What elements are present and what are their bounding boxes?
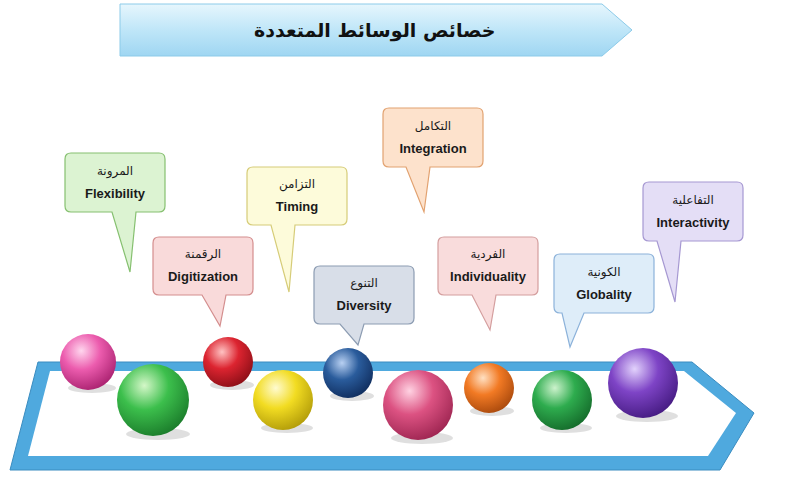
english-label: Globality	[576, 285, 632, 305]
callout-box: الرقمنة Digitization	[153, 237, 253, 295]
callout-shape	[554, 254, 654, 313]
english-label: Individuality	[450, 267, 526, 287]
arabic-label: التزامن	[279, 175, 315, 193]
english-label: Interactivity	[657, 213, 730, 233]
english-label: Timing	[276, 197, 318, 217]
callout-shape	[438, 237, 538, 295]
callout-outline	[314, 266, 414, 345]
sphere	[253, 370, 313, 430]
english-label: Digitization	[168, 267, 238, 287]
callout-shape	[65, 153, 165, 212]
sphere	[60, 334, 116, 390]
english-label: Integration	[399, 139, 466, 159]
arabic-label: الفردية	[471, 245, 506, 263]
callout-shape	[643, 182, 743, 241]
arabic-label: التفاعلية	[672, 191, 714, 209]
callout-outline	[65, 153, 165, 272]
english-label: Flexibility	[85, 184, 145, 204]
sphere	[383, 370, 453, 440]
callout-outline	[153, 237, 253, 326]
callout-outline	[438, 237, 538, 330]
callout-box: التزامن Timing	[247, 167, 347, 225]
callout-box: التفاعلية Interactivity	[643, 182, 743, 241]
sphere	[117, 364, 189, 436]
sphere	[323, 348, 373, 398]
callout-shape	[314, 266, 414, 324]
arabic-label: التنوع	[350, 274, 378, 292]
callout-box: الكونية Globality	[554, 254, 654, 313]
callout-box: الفردية Individuality	[438, 237, 538, 295]
english-label: Diversity	[337, 296, 392, 316]
sphere	[203, 337, 253, 387]
callout-outline	[383, 108, 483, 212]
sphere	[532, 370, 592, 430]
callout-shape	[247, 167, 347, 225]
callout-outline	[554, 254, 654, 347]
arabic-label: الرقمنة	[185, 245, 221, 263]
sphere	[608, 348, 678, 418]
arabic-label: التكامل	[415, 117, 451, 135]
title-banner	[120, 4, 632, 56]
arabic-label: الكونية	[587, 263, 620, 281]
callout-box: المرونة Flexibility	[65, 153, 165, 212]
callout-outline	[643, 182, 743, 302]
callout-box: التنوع Diversity	[314, 266, 414, 324]
callout-shape	[383, 108, 483, 167]
arabic-label: المرونة	[97, 162, 133, 180]
callout-box: التكامل Integration	[383, 108, 483, 167]
callout-shape	[153, 237, 253, 295]
sphere	[464, 363, 514, 413]
diagram-title: خصائص الوسائط المتعددة	[254, 19, 496, 41]
